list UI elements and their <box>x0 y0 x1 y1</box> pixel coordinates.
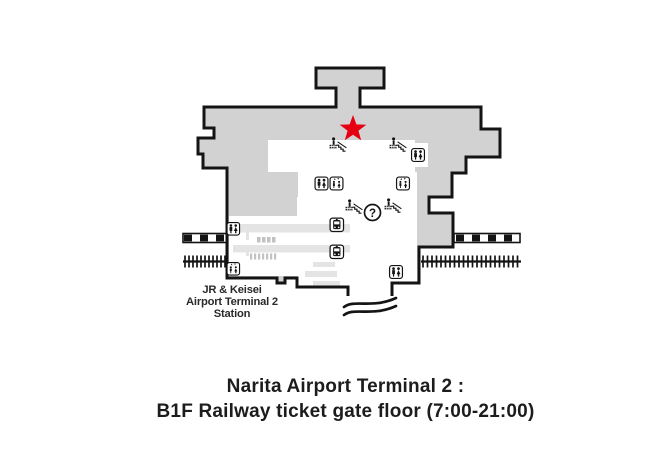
station-label-line3: Station <box>214 308 251 320</box>
train-icon-lower <box>329 244 345 260</box>
elevator-icon-center-left <box>329 176 344 191</box>
restroom-icon-bottom-right <box>388 264 404 280</box>
restroom-icon-top-right <box>410 147 426 163</box>
star-marker <box>339 115 367 141</box>
passage-wave-lines <box>342 296 398 317</box>
platform-strips <box>233 224 350 286</box>
elevator-icon-center-right <box>395 176 411 191</box>
restroom-icon-left-wall <box>226 221 241 236</box>
train-icon-upper <box>329 217 345 233</box>
elevator-icon-left-wall <box>226 261 241 276</box>
ticket-gate-marks <box>250 237 277 260</box>
information-symbol: ? <box>369 208 376 220</box>
station-label-line1: JR & Keisei <box>202 284 261 296</box>
restroom-icon-center-left <box>314 176 329 191</box>
station-label-line2: Airport Terminal 2 <box>186 296 278 308</box>
railway-track-right <box>421 232 521 268</box>
map-caption: Narita Airport Terminal 2 : B1F Railway … <box>22 374 669 424</box>
caption-line2: B1F Railway ticket gate floor (7:00-21:0… <box>156 401 535 422</box>
information-icon: ? <box>363 203 382 222</box>
station-label: JR & Keisei Airport Terminal 2 Station <box>186 284 278 320</box>
railway-track-left <box>182 232 228 268</box>
caption-line1: Narita Airport Terminal 2 : <box>226 376 465 397</box>
terminal-building-outline <box>196 66 502 296</box>
